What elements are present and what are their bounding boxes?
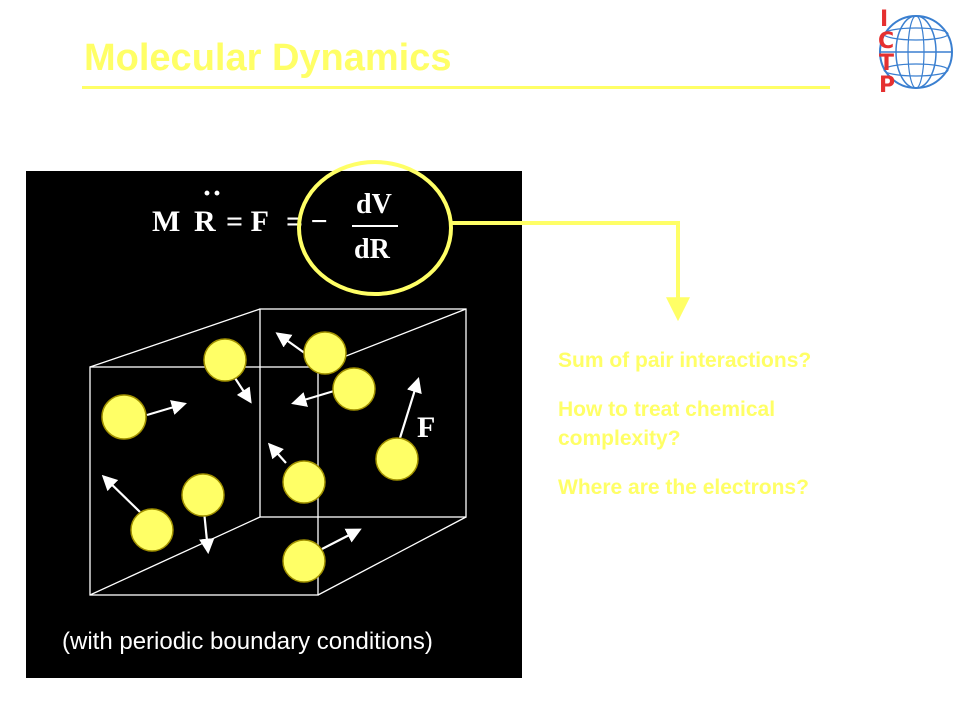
questions-list: Sum of pair interactions? How to treat c… (558, 346, 898, 522)
force-arrow (270, 445, 286, 463)
force-arrow (400, 380, 418, 438)
question-pair-interactions: Sum of pair interactions? (558, 346, 898, 375)
eq-denominator: dR (354, 234, 391, 265)
title-underline (82, 86, 830, 89)
eq-force: = F (226, 205, 269, 238)
logo-letter-p: P (879, 73, 895, 98)
particle (376, 438, 418, 480)
slide-title: Molecular Dynamics (84, 34, 451, 82)
eq-numerator: dV (356, 189, 392, 220)
force-arrow (204, 511, 208, 551)
force-arrow (322, 530, 359, 549)
particle (304, 332, 346, 374)
force-arrow (104, 477, 140, 512)
question-electrons: Where are the electrons? (558, 473, 898, 502)
eq-accel-dots: ·· (202, 177, 222, 210)
force-arrow (147, 404, 184, 415)
md-simulation-box-diagram: M R ·· = F = − dV dR (26, 171, 522, 678)
particle (333, 368, 375, 410)
particle (283, 461, 325, 503)
equation-of-motion: M R ·· = F = − dV dR (152, 177, 398, 265)
force-arrow (294, 391, 334, 403)
particle (131, 509, 173, 551)
particle (102, 395, 146, 439)
particle (182, 474, 224, 516)
question-chemical-complexity: How to treat chemical complexity? (558, 395, 898, 453)
box-illustration: M R ·· = F = − dV dR (26, 171, 522, 678)
eq-mass: M (152, 205, 180, 238)
force-arrow (278, 334, 306, 354)
force-label: F (417, 411, 435, 444)
particle (204, 339, 246, 381)
ictp-logo: I C T P (868, 6, 954, 98)
diagram-caption: (with periodic boundary conditions) (62, 628, 433, 656)
particle (283, 540, 325, 582)
eq-neg-grad: = − (286, 205, 328, 238)
